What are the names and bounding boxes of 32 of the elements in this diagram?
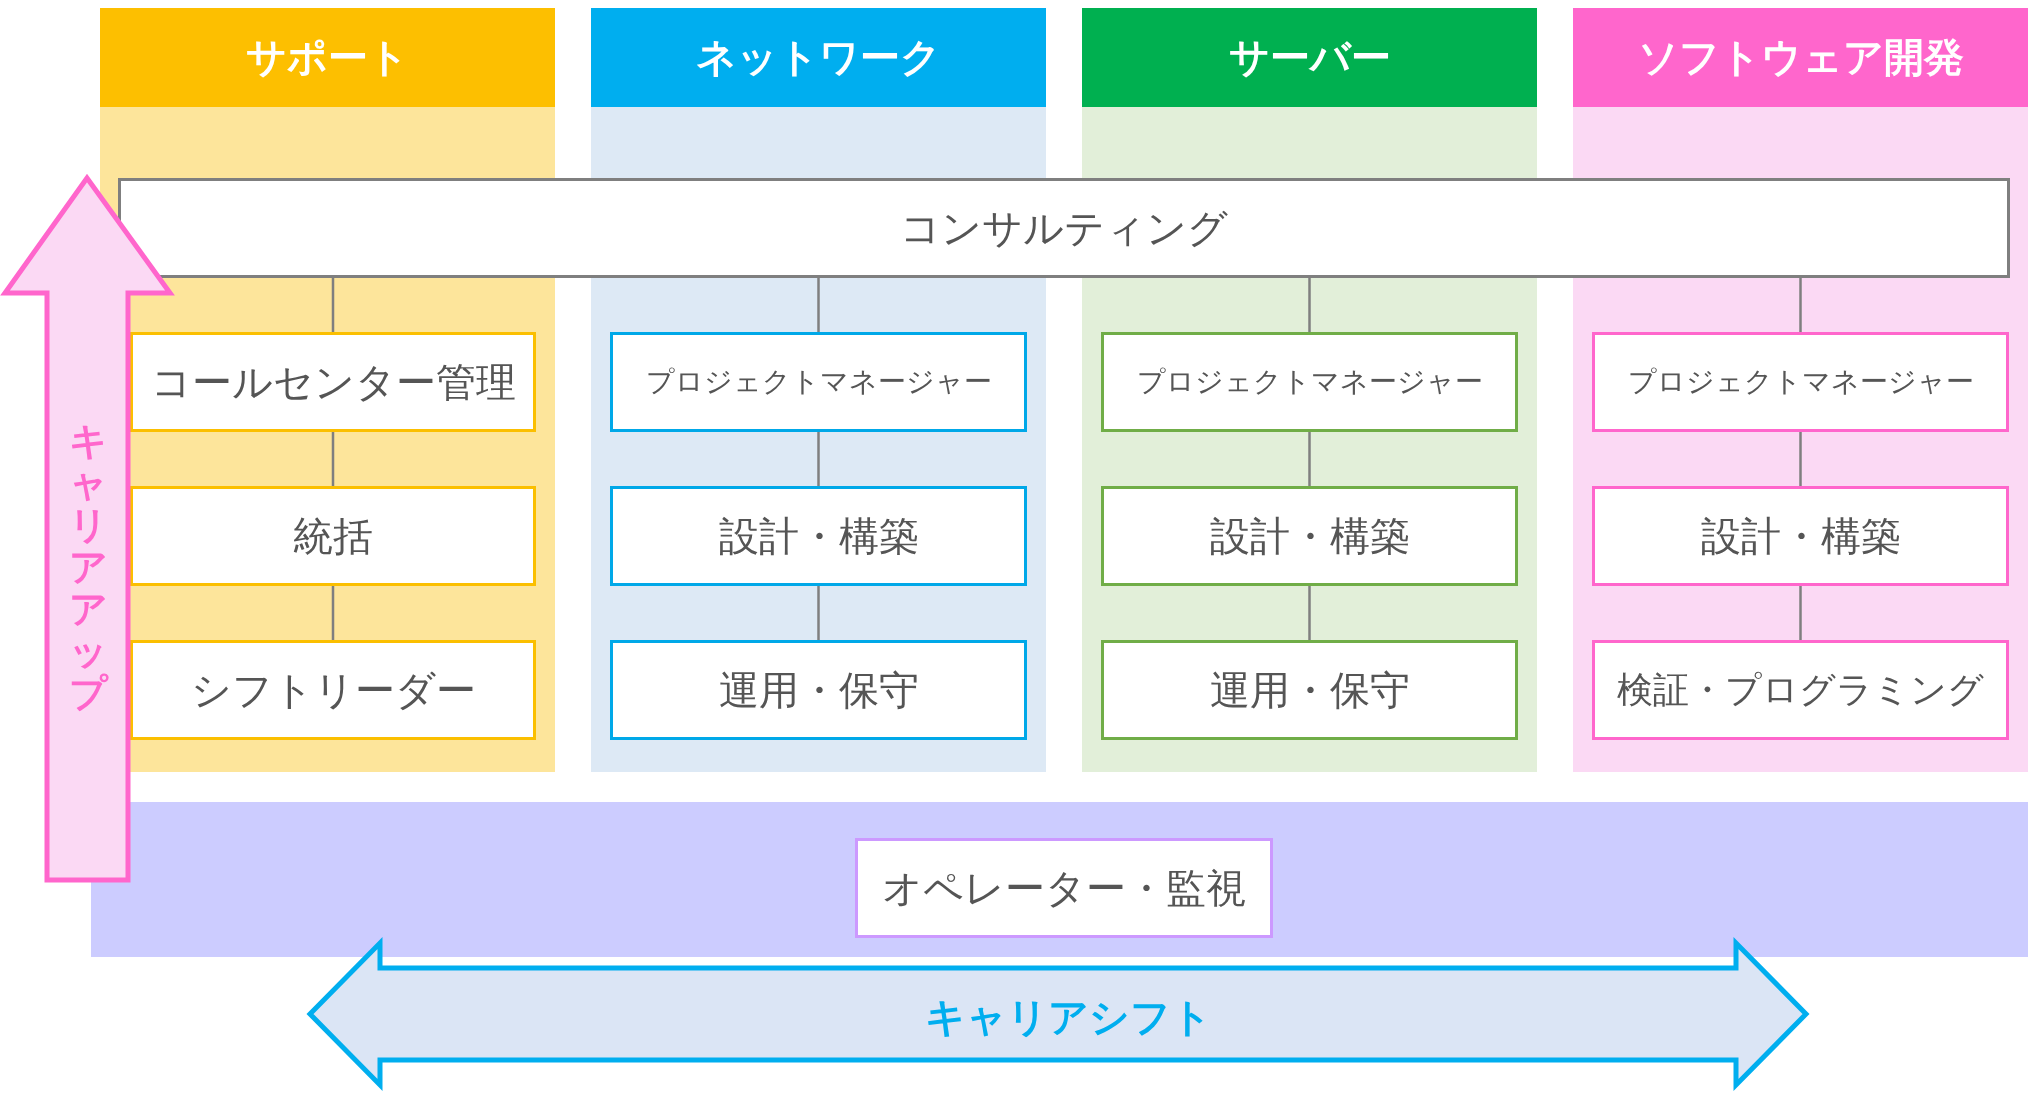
role-box: 統括 [130,486,536,586]
connector-line [331,432,335,486]
role-box: プロジェクトマネージャー [1592,332,2009,432]
arrow-label: キャリアシフト [925,993,1212,1042]
role-box: シフトリーダー [130,640,536,740]
role-box: プロジェクトマネージャー [1101,332,1518,432]
connector-line [1308,586,1311,640]
arrow-label: キャリアアップ [68,420,108,714]
connector-line [1308,278,1311,332]
connector-line [817,278,820,332]
connector-line [817,432,820,486]
connector-line [817,586,820,640]
connector-line [1799,432,1802,486]
connector-line [331,278,335,332]
column-header: サポート [100,8,555,107]
role-box: 運用・保守 [1101,640,1518,740]
role-box: プロジェクトマネージャー [610,332,1027,432]
column-header: サーバー [1082,8,1537,107]
role-box: 設計・構築 [1592,486,2009,586]
role-box: オペレーター・監視 [855,838,1273,938]
role-box: 検証・プログラミング [1592,640,2009,740]
role-box: 運用・保守 [610,640,1027,740]
role-box: 設計・構築 [610,486,1027,586]
connector-line [1799,586,1802,640]
role-box: 設計・構築 [1101,486,1518,586]
connector-line [331,586,335,640]
connector-line [1799,278,1802,332]
connector-line [1308,432,1311,486]
column-header: ネットワーク [591,8,1046,107]
column-header: ソフトウェア開発 [1573,8,2028,107]
role-box: コールセンター管理 [130,332,536,432]
role-box: コンサルティング [118,178,2010,278]
